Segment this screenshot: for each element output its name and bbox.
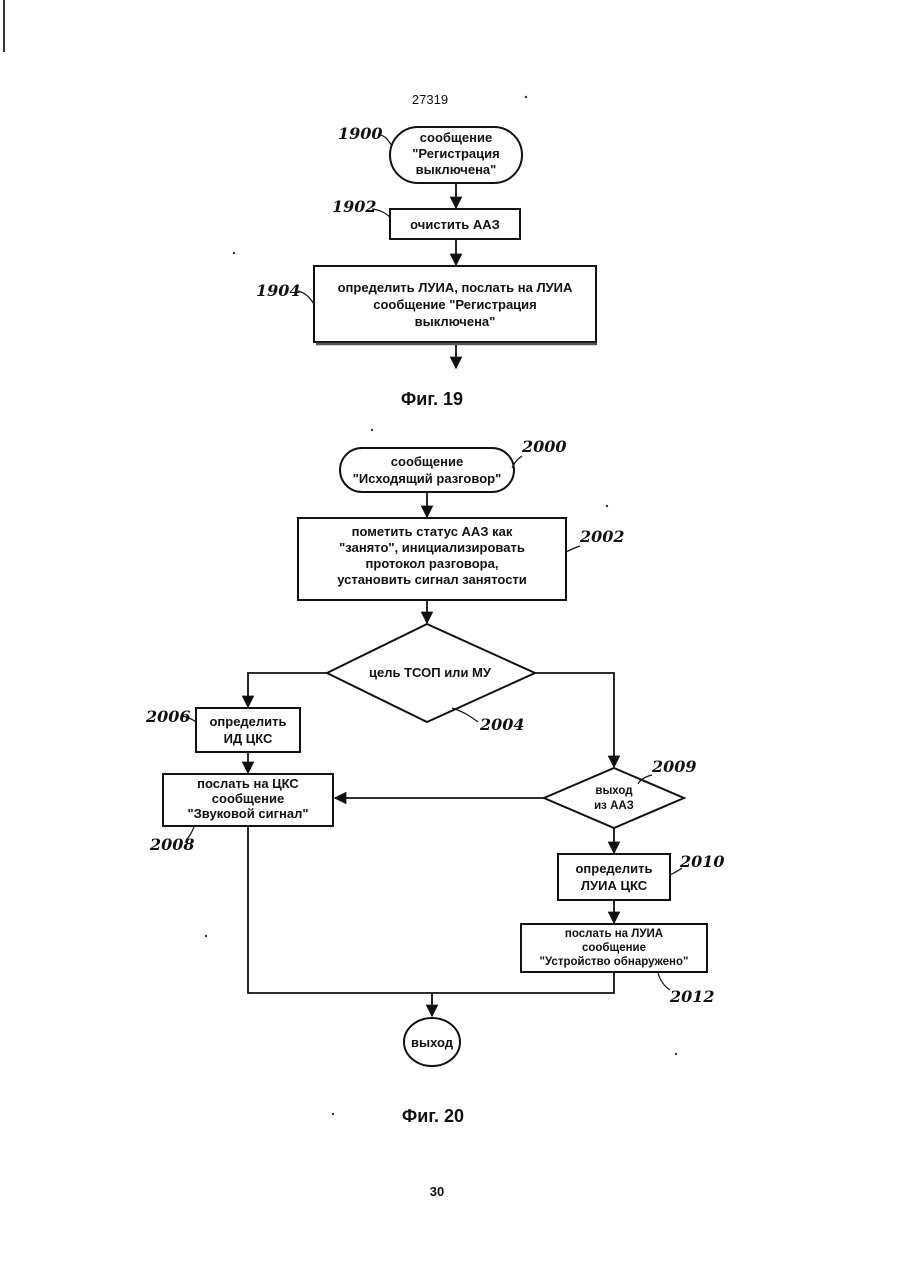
fig20-box-2008-line-2: сообщение — [212, 791, 284, 806]
fig19-start-line-2: "Регистрация — [412, 146, 499, 161]
fig19-caption: Фиг. 19 — [401, 389, 463, 409]
scan-speck — [205, 935, 207, 937]
fig19-diagram: сообщение "Регистрация выключена" 1900 о… — [256, 124, 597, 409]
fig20-ref-2012: 2012 — [669, 987, 715, 1006]
fig20-exit-label: выход — [411, 1035, 454, 1050]
fig20-ref-2002-leader — [566, 546, 580, 552]
fig20-box-2006-line-2: ИД ЦКС — [224, 731, 273, 746]
doc-number: 27319 — [412, 92, 448, 107]
fig20-box-2006-line-1: определить — [209, 714, 286, 729]
fig20-box-2008-line-3: "Звуковой сигнал" — [188, 806, 309, 821]
fig20-start-line-1: сообщение — [391, 454, 463, 469]
fig20-decision-2009 — [544, 768, 684, 828]
fig20-ref-2009: 2009 — [651, 757, 697, 776]
fig20-ref-2010: 2010 — [679, 852, 725, 871]
fig20-merge-left — [248, 826, 432, 993]
fig19-start-line-1: сообщение — [420, 130, 492, 145]
fig20-decision-2009-line-2: из ААЗ — [594, 800, 634, 812]
fig19-box-1904-line-3: выключена" — [415, 314, 496, 329]
fig19-box-1904-line-1: определить ЛУИА, послать на ЛУИА — [338, 280, 573, 295]
fig20-arrow-2004-left — [248, 673, 327, 707]
fig20-box-2002-text: пометить статус ААЗ как "занято", инициа… — [337, 524, 527, 587]
scan-speck — [675, 1053, 677, 1055]
scan-speck — [332, 1113, 334, 1115]
scan-speck — [233, 252, 235, 254]
scan-speck — [371, 429, 373, 431]
fig20-arrow-2004-right — [535, 673, 614, 767]
page-number: 30 — [430, 1184, 444, 1199]
fig19-ref-1902: 1902 — [332, 197, 377, 216]
fig20-merge-right — [432, 972, 614, 993]
fig19-box-1904-line-2: сообщение "Регистрация — [373, 297, 537, 312]
fig20-diagram: сообщение "Исходящий разговор" 2000 поме… — [145, 437, 725, 1126]
fig20-box-2010-line-1: определить — [575, 861, 652, 876]
fig19-box-1902-label: очистить ААЗ — [410, 217, 500, 232]
fig19-start-text: сообщение "Регистрация выключена" — [412, 130, 499, 177]
scan-speck — [606, 505, 608, 507]
fig20-ref-2000: 2000 — [521, 437, 567, 456]
fig20-box-2010-line-2: ЛУИА ЦКС — [581, 878, 648, 893]
fig20-ref-2010-leader — [670, 868, 682, 875]
fig19-ref-1900: 1900 — [338, 124, 383, 143]
fig20-start-line-2: "Исходящий разговор" — [353, 471, 501, 486]
fig20-box-2002-line-4: установить сигнал занятости — [337, 572, 527, 587]
fig20-box-2012-line-3: "Устройство обнаружено" — [540, 956, 689, 968]
fig20-box-2012-line-2: сообщение — [582, 942, 646, 954]
fig20-box-2002-line-3: протокол разговора, — [366, 556, 499, 571]
fig19-ref-1904: 1904 — [256, 281, 301, 300]
fig20-box-2002-line-2: "занято", инициализировать — [339, 540, 525, 555]
fig20-decision-2004-label: цель ТСОП или МУ — [369, 665, 492, 680]
fig20-ref-2012-leader — [658, 973, 670, 990]
fig19-start-line-3: выключена" — [416, 162, 497, 177]
fig20-ref-2004-leader — [452, 708, 478, 722]
fig20-ref-2002: 2002 — [579, 527, 625, 546]
fig20-ref-2004: 2004 — [479, 715, 525, 734]
fig20-caption: Фиг. 20 — [402, 1106, 464, 1126]
fig20-box-2008-line-1: послать на ЦКС — [197, 776, 299, 791]
scan-speck — [525, 96, 527, 98]
fig20-box-2002-line-1: пометить статус ААЗ как — [352, 524, 513, 539]
fig20-box-2012-line-1: послать на ЛУИА — [565, 928, 663, 940]
fig20-decision-2009-line-1: выход — [595, 785, 633, 797]
